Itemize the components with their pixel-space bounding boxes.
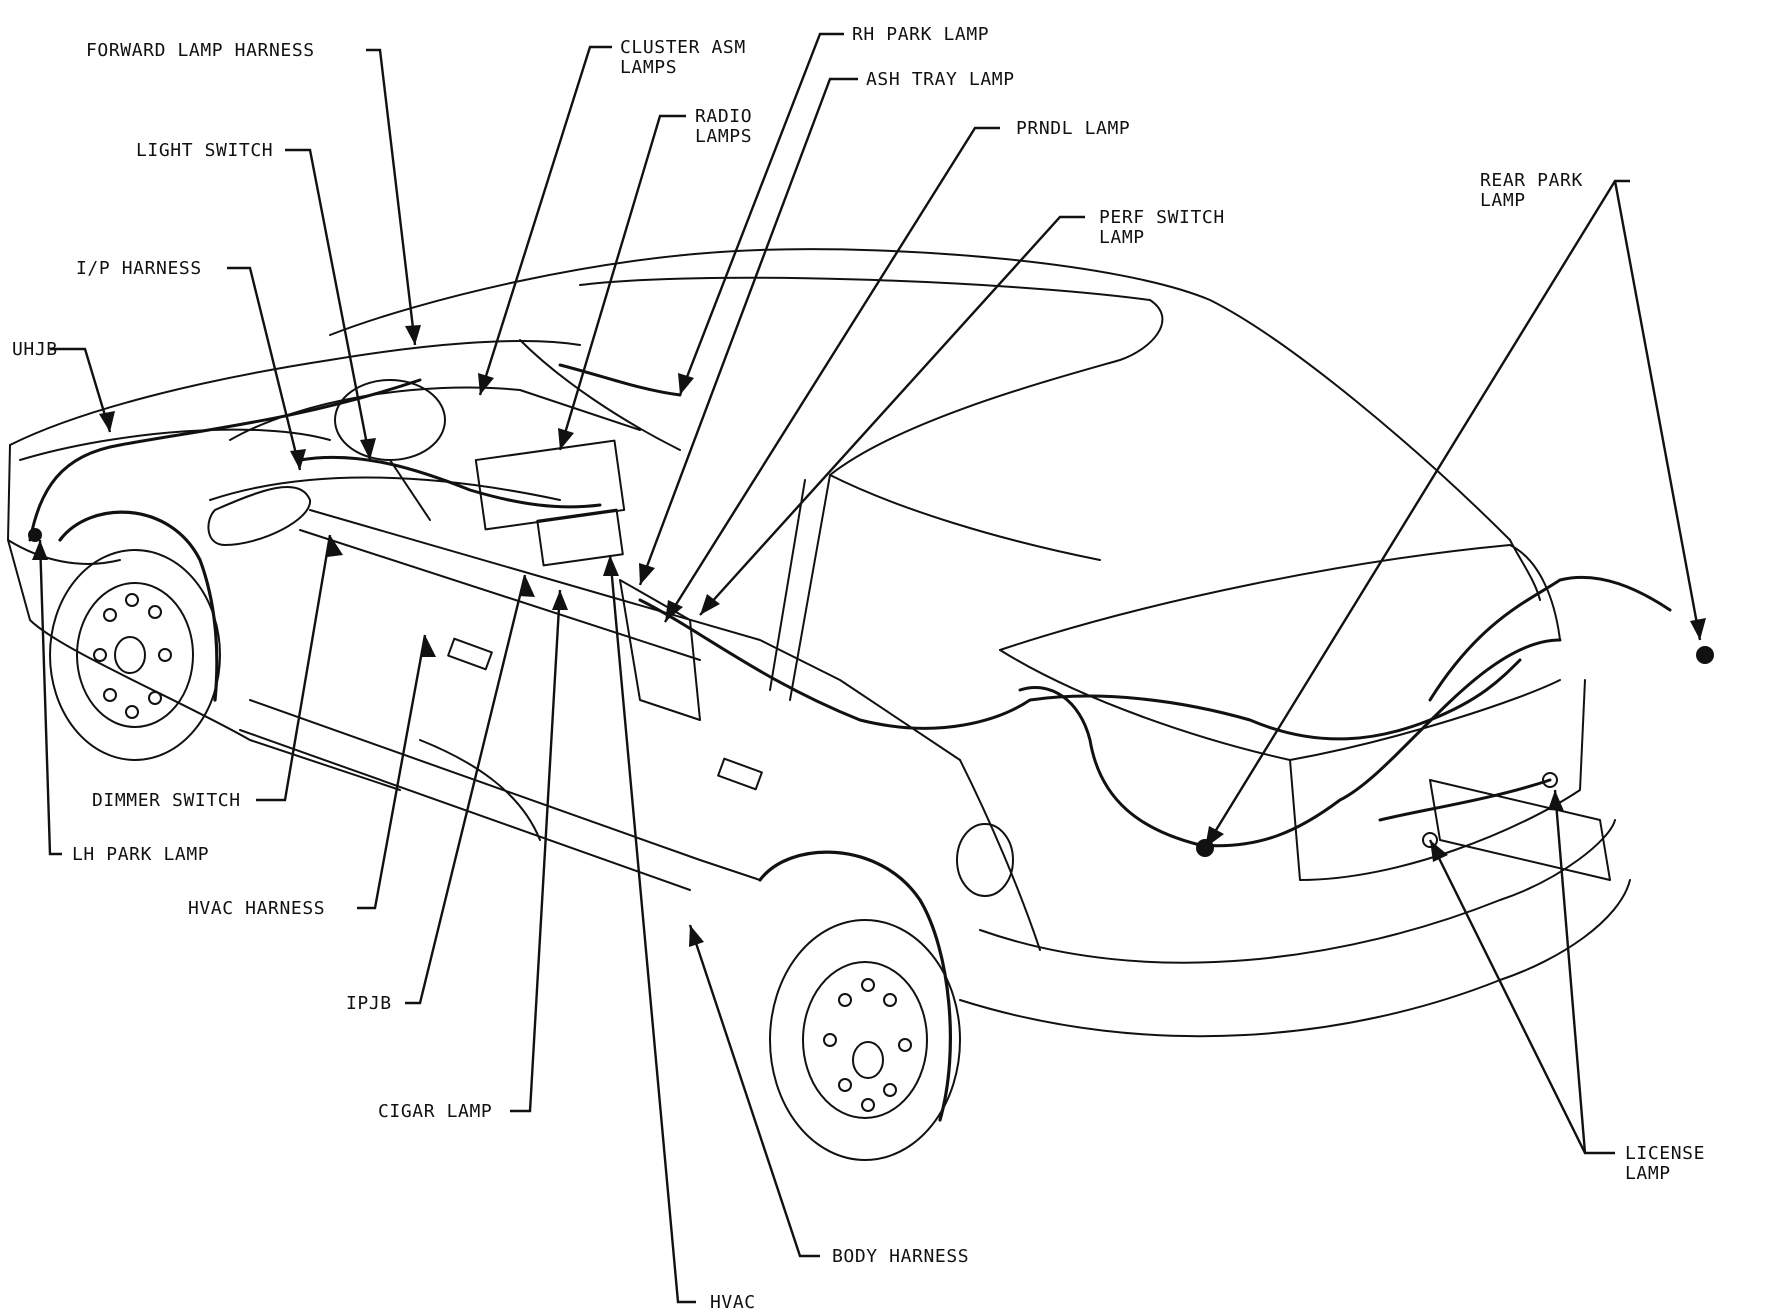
rear-rim [802,961,928,1119]
rear-bumper [979,819,1616,964]
lh-park-lamp-bulb [28,528,42,542]
label-radio-lamps-line2: LAMPS [695,126,752,147]
label-prndl-lamp: PRNDL LAMP [1016,118,1130,139]
label-uhjb: UHJB [12,339,58,360]
label-light-switch: LIGHT SWITCH [136,140,273,161]
car-outline [7,248,1714,1161]
label-ash-tray-lamp: ASH TRAY LAMP [866,69,1015,90]
label-lh-park-lamp: LH PARK LAMP [72,844,209,865]
front-rim [76,582,194,728]
front-fascia [7,444,121,565]
beltline [309,509,961,761]
floor-tunnel [419,739,541,841]
fuel-door [956,823,1014,897]
rear-tire [769,919,961,1161]
label-ipjb: IPJB [346,993,392,1014]
roof-rear-edge [829,474,1101,561]
label-cluster-asm-lamps-line2: LAMPS [620,57,677,78]
label-license-lamp-line2: LAMP [1625,1163,1671,1184]
trunk-harness [1018,638,1562,848]
callout-leaders [32,32,1706,1304]
tail-panel [1289,679,1586,881]
dashboard-lower [209,476,561,501]
roof-inner-edge [579,276,1164,476]
b-pillar [789,474,831,701]
label-rh-park-lamp: RH PARK LAMP [852,24,989,45]
license-recess [1429,779,1611,881]
label-radio-lamps-line1: RADIO [695,106,752,127]
trunk-lid [999,544,1561,651]
console [619,579,701,721]
hood-outline [9,340,581,446]
label-ip-harness: I/P HARNESS [76,258,202,279]
license-lamp-right [1542,772,1558,788]
front-hub [114,636,146,674]
label-hvac-harness: HVAC HARNESS [188,898,325,919]
label-hvac: HVAC [710,1292,756,1312]
rear-bumper-lower [959,879,1631,1038]
rocker-lower [239,729,691,891]
rh-park-harness [558,363,682,397]
label-cluster-asm-lamps-line1: CLUSTER ASM [620,37,746,58]
label-perf-switch-lamp-line1: PERF SWITCH [1099,207,1225,228]
radio-unit [474,439,626,531]
label-license-lamp-line1: LICENSE [1625,1143,1705,1164]
label-forward-lamp-harness: FORWARD LAMP HARNESS [86,40,315,61]
beltline-inner [299,529,701,661]
label-rear-park-lamp-line2: LAMP [1480,190,1526,211]
rear-door-handle [717,757,763,791]
rear-hub [852,1041,884,1079]
label-cigar-lamp: CIGAR LAMP [378,1101,492,1122]
rear-quarter [959,759,1041,951]
trunk-edge [999,649,1561,761]
front-fender [7,539,401,791]
forward-lamp-harness [28,378,422,542]
label-rear-park-lamp-line1: REAR PARK [1480,170,1583,191]
front-wheel-arch [58,510,219,702]
front-door-handle [447,637,493,671]
hvac-control [536,508,624,567]
rear-park-lamp-right [1696,646,1714,664]
front-tire [49,549,221,761]
rear-cross-harness [1428,575,1672,702]
c-pillar [1509,539,1541,601]
license-lamp-left [1422,832,1438,848]
license-harness [1378,778,1552,822]
steering-column [389,459,431,521]
b-pillar-inner [769,479,806,691]
label-body-harness: BODY HARNESS [832,1246,969,1267]
ip-harness-run [298,455,602,509]
label-perf-switch-lamp-line2: LAMP [1099,227,1145,248]
a-pillar [519,339,681,451]
rear-wheel-arch [758,850,952,1122]
callout-labels: FORWARD LAMP HARNESS LIGHT SWITCH I/P HA… [12,24,1705,1312]
rocker-panel [249,699,761,881]
side-mirror [207,485,312,546]
hood-crease [19,428,331,461]
label-dimmer-switch: DIMMER SWITCH [92,790,241,811]
roof-outline [329,248,1511,541]
